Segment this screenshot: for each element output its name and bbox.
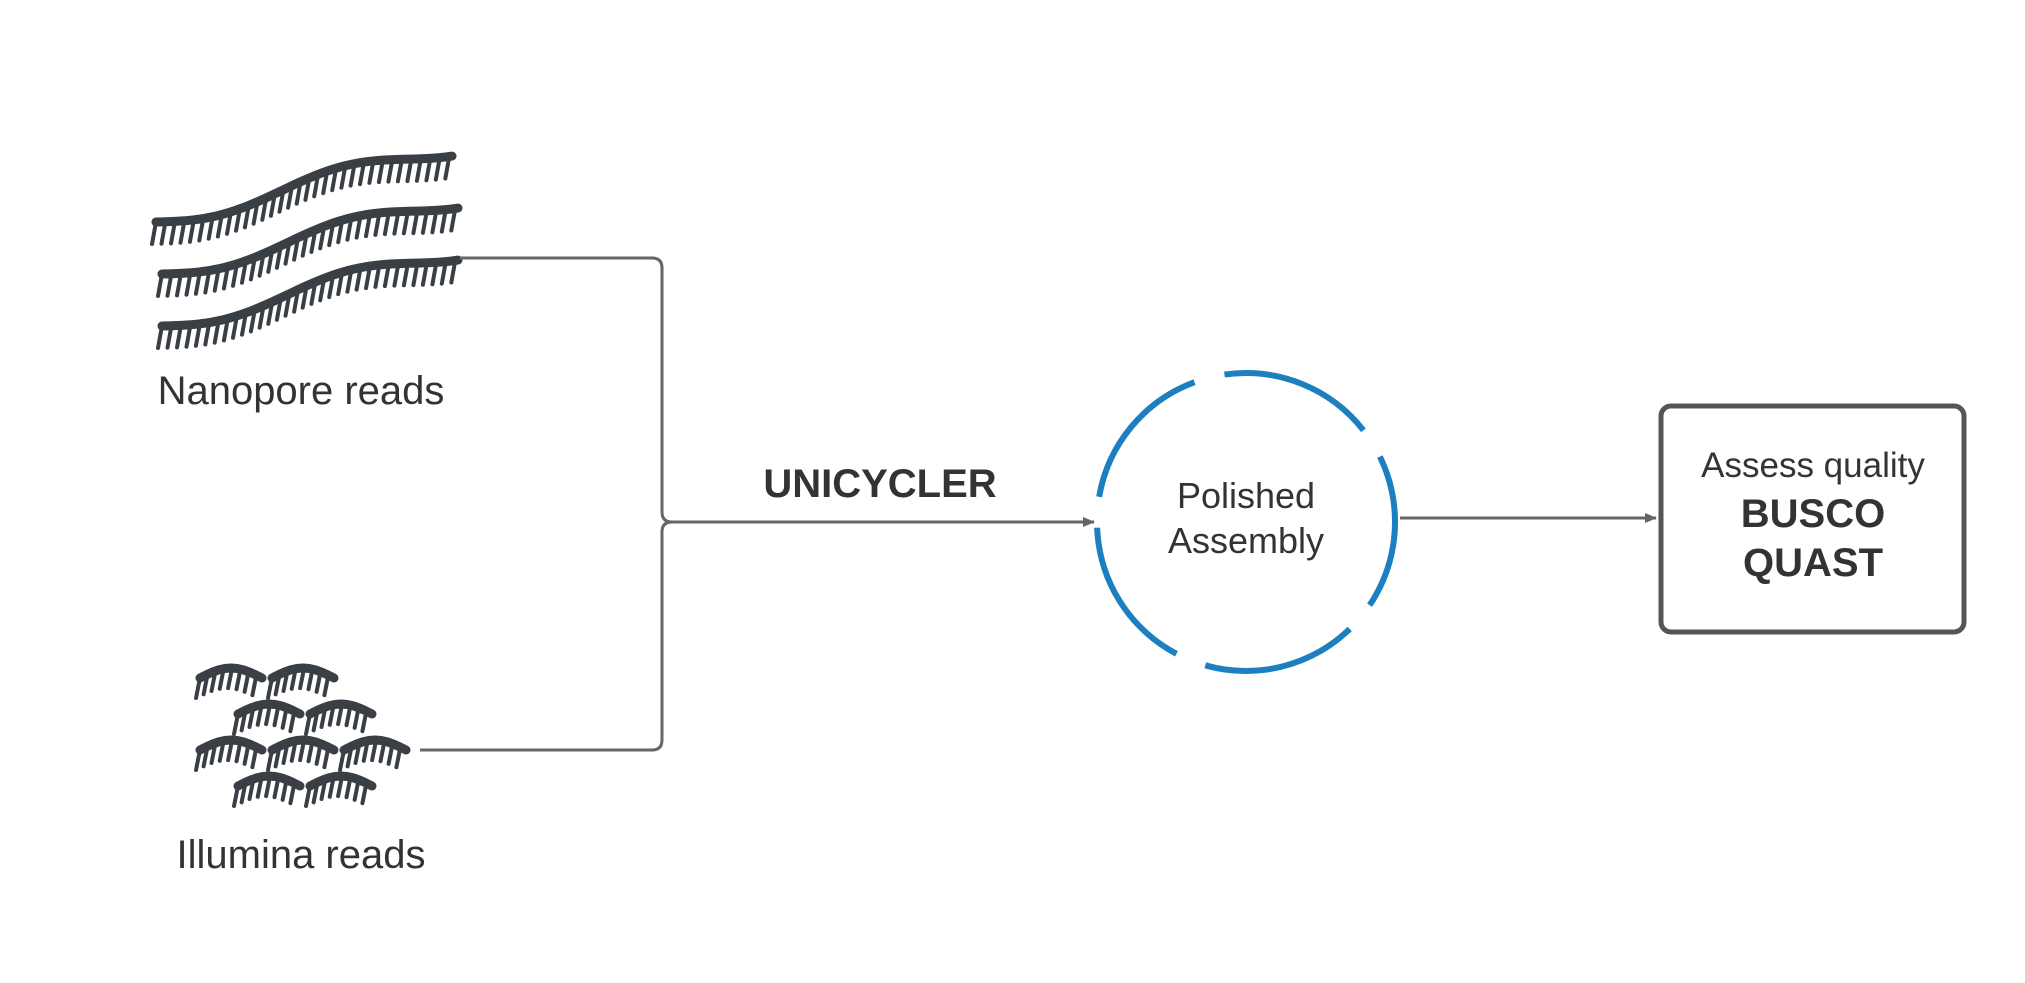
assembly-label-line1: Polished xyxy=(1177,475,1315,516)
quality-title: Assess quality xyxy=(1701,446,1925,485)
unicycler-label: UNICYCLER xyxy=(763,462,996,506)
illumina-reads-label: Illumina reads xyxy=(176,833,425,877)
nanopore-connector xyxy=(460,256,673,524)
assembly-label-line2: Assembly xyxy=(1168,520,1324,561)
busco-label: BUSCO xyxy=(1741,492,1885,536)
illumina-reads-icon xyxy=(194,663,411,808)
illumina-connector xyxy=(420,520,673,752)
quast-label: QUAST xyxy=(1743,541,1883,585)
quality-box xyxy=(1658,403,1967,635)
nanopore-reads-label: Nanopore reads xyxy=(158,369,445,413)
nanopore-reads-icon xyxy=(150,151,463,350)
polished-assembly-circle xyxy=(1094,370,1398,674)
